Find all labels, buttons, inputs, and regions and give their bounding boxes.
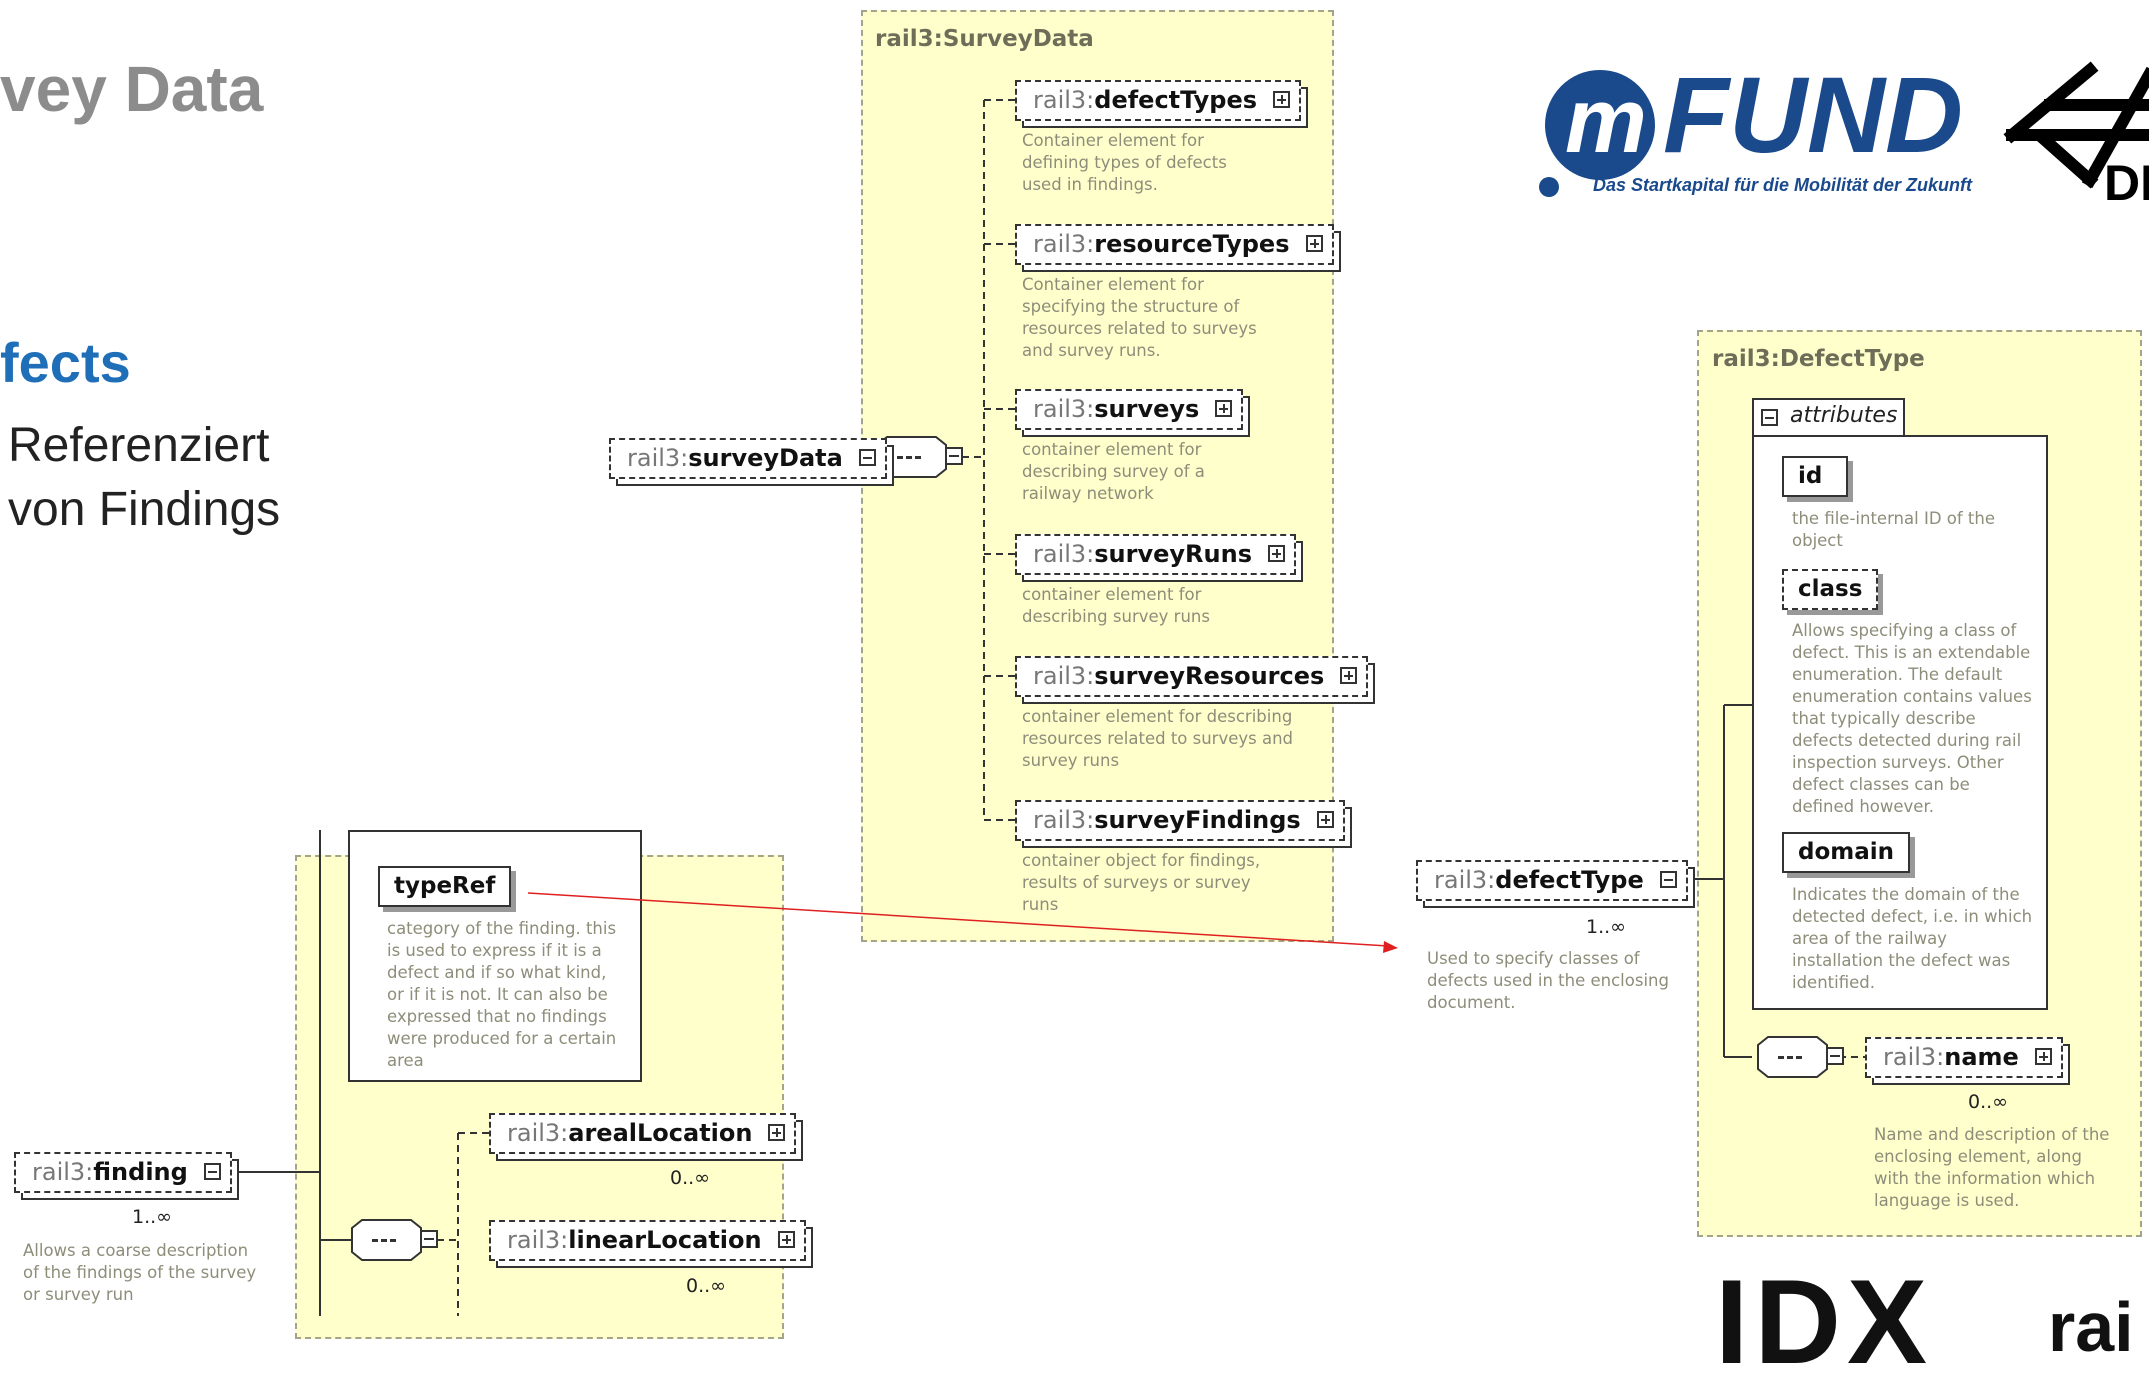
collapse-icon[interactable] <box>203 1163 221 1180</box>
attributes-label: attributes <box>1790 403 1898 428</box>
collapse-icon[interactable] <box>858 449 876 466</box>
defecttype-attributes-box <box>1752 435 2048 1010</box>
connector-lines <box>198 99 1866 1316</box>
name-element[interactable]: rail3:name <box>1865 1037 2063 1078</box>
defecttype-description: Used to specify classes of defects used … <box>1427 949 1669 1012</box>
defecttypes-element[interactable]: rail3:defectTypes <box>1015 80 1302 121</box>
collapse-icon[interactable] <box>1659 871 1677 888</box>
typeref-attribute[interactable]: typeRef <box>378 866 512 907</box>
id-attribute[interactable]: id <box>1782 456 1849 497</box>
expand-icon[interactable] <box>1267 545 1285 562</box>
surveyruns-description: container element for describing survey … <box>1022 585 1210 626</box>
mfund-logo-circle <box>1545 70 1655 180</box>
defecttype-element[interactable]: rail3:defectType <box>1416 860 1688 901</box>
expand-icon[interactable] <box>1316 811 1334 828</box>
mfund-logo-name: FUND <box>1663 54 1963 175</box>
surveys-element[interactable]: rail3:surveys <box>1015 389 1244 430</box>
typeref-description: category of the finding. this is used to… <box>387 919 617 1070</box>
surveydata-element[interactable]: rail3:surveyData <box>609 438 887 479</box>
surveyfindings-element[interactable]: rail3:surveyFindings <box>1015 800 1345 841</box>
areallocation-element[interactable]: rail3:arealLocation <box>489 1113 797 1154</box>
expand-icon[interactable] <box>1273 91 1291 108</box>
class-attribute[interactable]: class <box>1782 569 1879 610</box>
dlr-logo-icon <box>2003 61 2149 189</box>
finding-description: Allows a coarse description of the findi… <box>23 1241 257 1304</box>
dlr-logo-text: DL <box>2104 155 2149 211</box>
bullet-line-2: von Findings <box>8 483 281 536</box>
name-cardinality: 0..∞ <box>1968 1091 2008 1113</box>
surveyresources-description: container element for describing resourc… <box>1022 707 1294 770</box>
defecttype-type-title: rail3:DefectType <box>1712 346 1925 372</box>
domain-description: Indicates the domain of the detected def… <box>1792 885 2033 992</box>
expand-icon[interactable] <box>1215 400 1233 417</box>
surveydata-type-title: rail3:SurveyData <box>875 26 1094 52</box>
attributes-collapse-icon[interactable] <box>1761 409 1778 426</box>
mfund-logo: m FUND Das Startkapital für die Mobilitä… <box>1539 54 1972 205</box>
linearlocation-cardinality: 0..∞ <box>686 1275 726 1297</box>
defecttypes-description: Container element for defining types of … <box>1022 131 1227 194</box>
areallocation-cardinality: 0..∞ <box>670 1167 710 1189</box>
bullet-line-1: Referenziert <box>8 419 270 472</box>
domain-attribute[interactable]: domain <box>1782 832 1911 873</box>
class-description: Allows specifying a class of defect. Thi… <box>1792 621 2032 816</box>
expand-icon[interactable] <box>2034 1048 2052 1065</box>
expand-icon[interactable] <box>1305 235 1323 252</box>
mfund-tagline: Das Startkapital für die Mobilität der Z… <box>1593 175 1973 195</box>
linearlocation-element[interactable]: rail3:linearLocation <box>489 1220 806 1261</box>
surveys-description: container element for describing survey … <box>1022 440 1205 503</box>
surveydata-type-container: rail3:SurveyData <box>861 10 1334 942</box>
expand-icon[interactable] <box>777 1231 795 1248</box>
section-heading: fects <box>0 331 131 394</box>
expand-icon[interactable] <box>1340 667 1358 684</box>
defecttype-cardinality: 1..∞ <box>1586 916 1626 938</box>
mfund-logo-letter: m <box>1565 70 1647 172</box>
surveyresources-element[interactable]: rail3:surveyResources <box>1015 656 1369 697</box>
surveyruns-element[interactable]: rail3:surveyRuns <box>1015 534 1296 575</box>
name-description: Name and description of the enclosing el… <box>1874 1125 2110 1210</box>
surveyfindings-description: container object for findings, results o… <box>1022 851 1261 914</box>
resourcetypes-element[interactable]: rail3:resourceTypes <box>1015 224 1334 265</box>
defecttype-attributes-tab[interactable]: attributes <box>1752 398 1905 437</box>
resourcetypes-description: Container element for specifying the str… <box>1022 275 1257 360</box>
id-description: the file-internal ID of the object <box>1792 509 1996 550</box>
finding-cardinality: 1..∞ <box>132 1206 172 1228</box>
expand-icon[interactable] <box>768 1124 786 1141</box>
finding-element[interactable]: rail3:finding <box>14 1152 232 1193</box>
mfund-logo-dot <box>1539 177 1559 197</box>
slide-title: vey Data <box>0 53 264 125</box>
